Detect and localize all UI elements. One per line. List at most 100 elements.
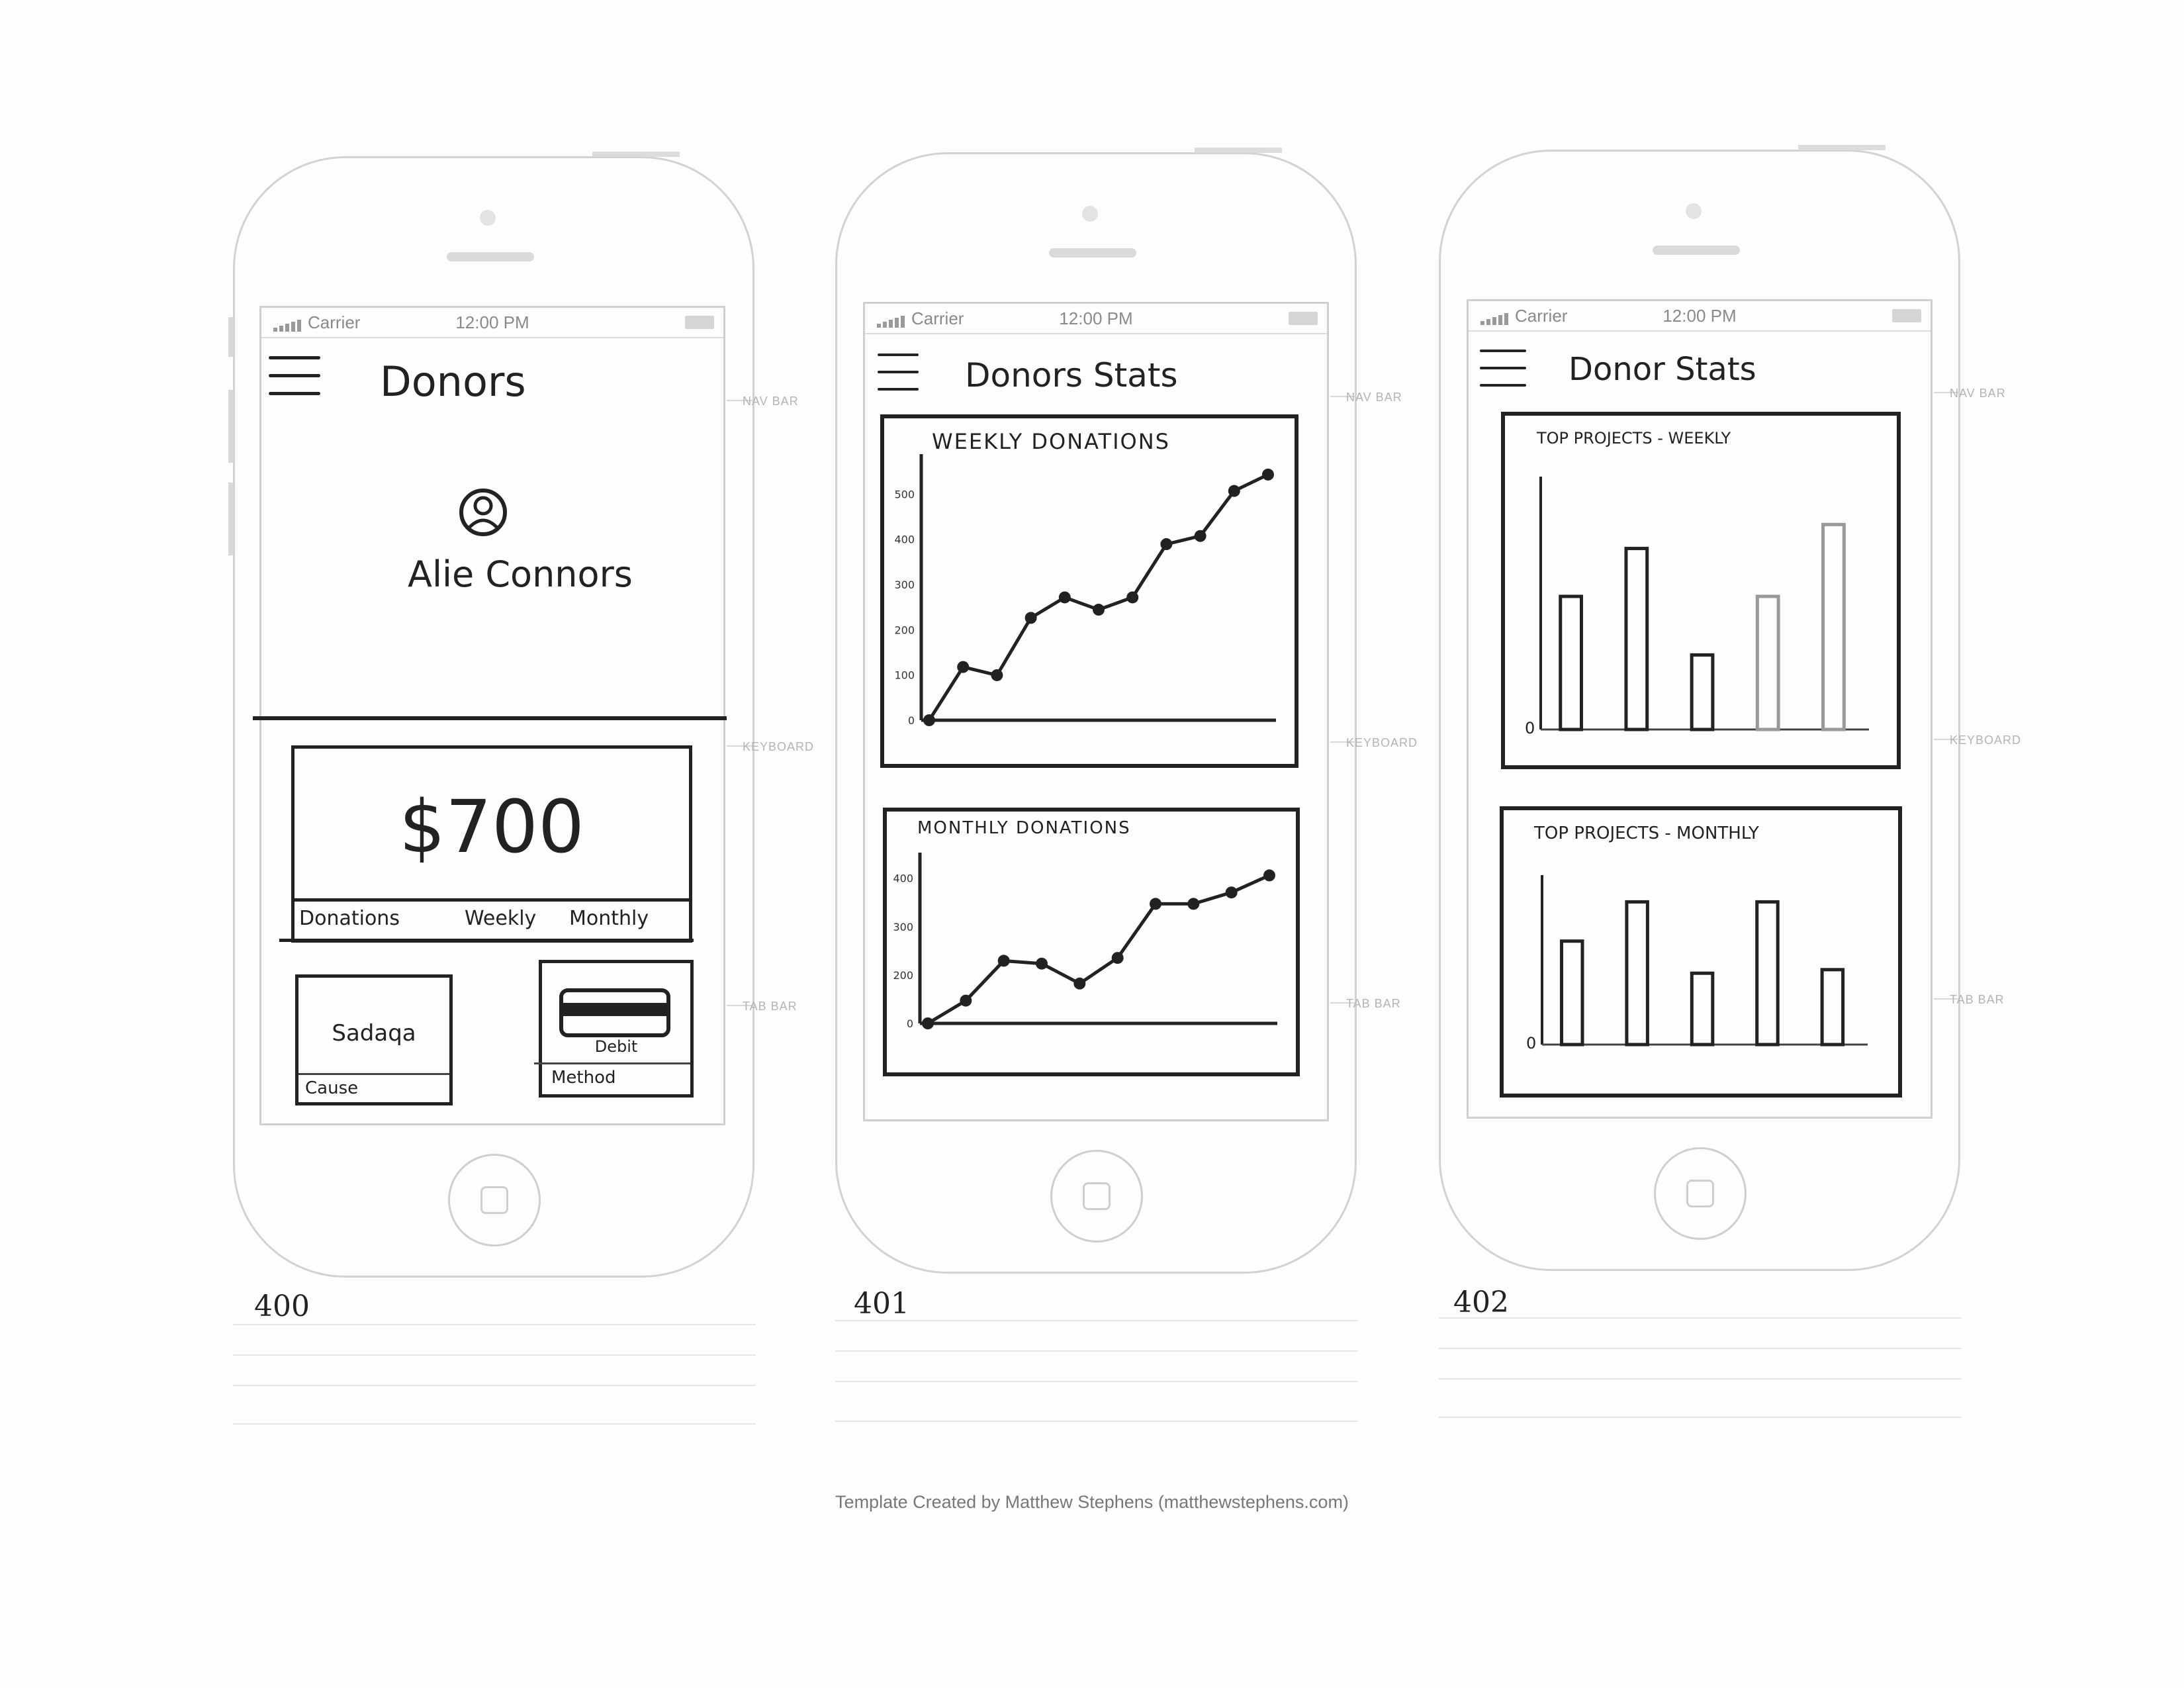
home-button[interactable] (1050, 1150, 1143, 1243)
guide-tab-bar: TAB BAR (1346, 997, 1401, 1010)
page-title: Donor Stats (1569, 351, 1756, 388)
template-credit: Template Created by Matthew Stephens (ma… (835, 1492, 1349, 1512)
speaker-grille (1049, 248, 1136, 258)
bar (1624, 547, 1649, 731)
chart-title-top-weekly: TOP PROJECTS - WEEKLY (1537, 429, 1731, 447)
data-point (1073, 977, 1086, 990)
signal-icon (1480, 313, 1508, 325)
status-time: 12:00 PM (1662, 306, 1737, 326)
battery-icon (685, 316, 714, 329)
data-point (1058, 591, 1071, 604)
guide-nav-bar: NAV BAR (1950, 387, 2006, 400)
chart-top-projects-weekly: 0 (1525, 477, 1869, 737)
phone-frame-402 (1439, 145, 1960, 1271)
y-tick-label: 100 (894, 669, 915, 682)
data-point (1228, 485, 1240, 497)
chart-title-top-monthly: TOP PROJECTS - MONTHLY (1534, 823, 1759, 843)
data-point (1111, 952, 1124, 964)
chart-frame-monthly (883, 808, 1300, 1076)
donor-name: Alie Connors (408, 553, 633, 595)
battery-icon (1892, 309, 1921, 322)
data-point (1194, 530, 1206, 542)
y-tick-label: 300 (893, 921, 913, 933)
chart-frame-top-weekly (1501, 412, 1901, 769)
y-tick-label: 0 (1526, 1034, 1536, 1053)
data-point (1263, 869, 1275, 882)
menu-icon[interactable] (269, 356, 320, 410)
data-point (957, 661, 970, 673)
data-point (1024, 612, 1037, 624)
method-card-footer: Method (551, 1068, 616, 1088)
chart-title-weekly: WEEKLY DONATIONS (932, 429, 1170, 454)
signal-icon (273, 320, 301, 332)
keyboard-divider (253, 716, 727, 720)
cause-card-divider (298, 1073, 449, 1075)
method-card-title: Debit (594, 1037, 638, 1056)
speaker-grille (1653, 246, 1740, 255)
tab-monthly[interactable]: Monthly (569, 907, 649, 930)
signal-icon (877, 316, 905, 328)
stat-tabs-underline (279, 939, 694, 942)
camera-icon (1082, 206, 1098, 222)
home-button[interactable] (1654, 1147, 1747, 1240)
guide-nav-bar: NAV BAR (1346, 391, 1402, 404)
page-title: Donors (380, 357, 526, 406)
guide-keyboard: KEYBOARD (1950, 733, 2022, 747)
chart-top-projects-monthly: 0 (1526, 875, 1868, 1053)
bar (1690, 653, 1715, 731)
bar (1625, 900, 1649, 1047)
bar (1559, 594, 1584, 731)
chart-frame-weekly (880, 414, 1298, 768)
tab-donations[interactable]: Donations (299, 907, 400, 930)
guide-keyboard: KEYBOARD (743, 740, 815, 753)
bar (1755, 594, 1780, 731)
data-point (1126, 591, 1139, 604)
page-number: 400 (254, 1289, 310, 1323)
page-title: Donors Stats (965, 356, 1178, 395)
data-point (1187, 898, 1200, 910)
page-number: 401 (854, 1287, 909, 1321)
chart-frame-top-monthly (1500, 806, 1902, 1098)
page-number: 402 (1453, 1286, 1509, 1319)
cause-card[interactable]: Sadaqa Cause (295, 974, 453, 1105)
home-button[interactable] (448, 1154, 541, 1246)
cause-card-title: Sadaqa (332, 1020, 416, 1047)
y-tick-label: 400 (893, 872, 913, 885)
tab-weekly[interactable]: Weekly (465, 907, 537, 930)
guide-keyboard: KEYBOARD (1346, 736, 1418, 749)
guide-nav-bar: NAV BAR (743, 395, 799, 408)
data-point (1093, 604, 1105, 616)
menu-icon[interactable] (878, 353, 919, 405)
series-line (927, 473, 1269, 722)
carrier-label: Carrier (911, 308, 964, 328)
guide-tab-bar: TAB BAR (743, 1000, 797, 1013)
data-point (1160, 538, 1173, 551)
stat-tabs: Donations Weekly Monthly (291, 902, 692, 943)
data-point (922, 1017, 934, 1029)
y-tick-label: 0 (907, 1017, 913, 1030)
phone-frame-400 (228, 152, 754, 1278)
avatar-icon (459, 489, 507, 536)
method-card-divider (534, 1062, 690, 1064)
y-tick-label: 0 (1525, 719, 1535, 737)
data-point (1225, 886, 1238, 899)
carrier-label: Carrier (308, 312, 361, 332)
method-card[interactable]: Debit Method (534, 960, 694, 1098)
data-point (1150, 898, 1161, 910)
status-bar: Carrier 12:00 PM (865, 304, 1327, 334)
y-tick-label: 300 (894, 579, 915, 591)
carrier-label: Carrier (1515, 306, 1568, 326)
y-tick-label: 0 (908, 714, 915, 727)
status-bar: Carrier 12:00 PM (1469, 301, 1931, 332)
menu-icon[interactable] (1480, 350, 1526, 401)
bar (1560, 939, 1584, 1047)
data-point (1036, 957, 1048, 970)
camera-icon (1686, 203, 1702, 219)
data-point (960, 994, 972, 1007)
y-tick-label: 200 (894, 624, 915, 636)
cause-card-footer: Cause (305, 1078, 359, 1098)
bar (1690, 971, 1715, 1047)
y-tick-label: 400 (894, 534, 915, 546)
